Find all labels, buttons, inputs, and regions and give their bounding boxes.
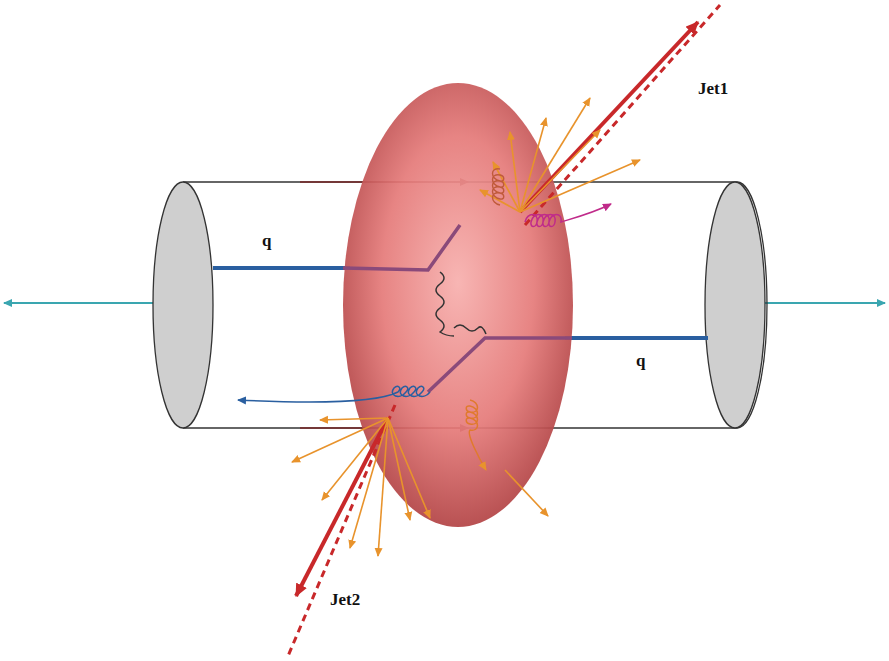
quark-label: q — [262, 232, 271, 251]
quark-label: q — [636, 352, 645, 371]
jet-label: Jet1 — [698, 80, 728, 99]
jet-label: Jet2 — [330, 591, 360, 610]
